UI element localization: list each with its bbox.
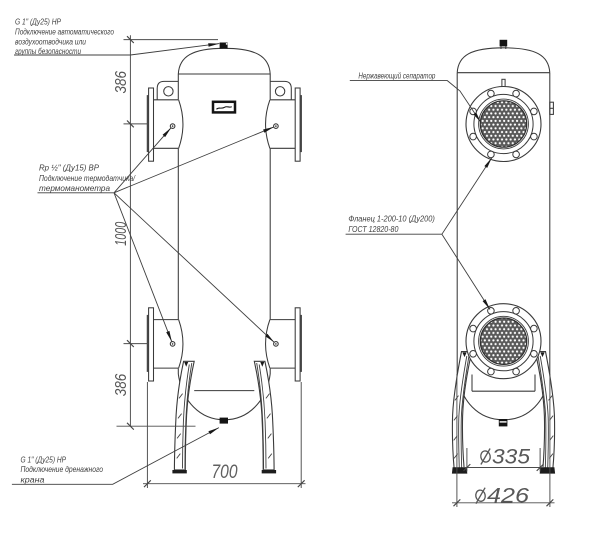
svg-text:386: 386 [113, 373, 130, 396]
svg-text:термоманометра: термоманометра [39, 184, 110, 193]
svg-text:Подключение дренажного: Подключение дренажного [21, 465, 104, 474]
svg-text:335: 335 [492, 445, 530, 468]
svg-text:Rp ½" (Ду15) ВР: Rp ½" (Ду15) ВР [39, 164, 100, 173]
svg-text:воздухоотводчика или: воздухоотводчика или [15, 37, 86, 46]
svg-text:386: 386 [113, 71, 130, 94]
svg-text:группы безопасности: группы безопасности [15, 47, 81, 56]
svg-text:700: 700 [212, 461, 238, 483]
svg-text:1000: 1000 [113, 221, 130, 245]
svg-text:крана: крана [21, 476, 46, 485]
svg-text:ГОСТ 12820-80: ГОСТ 12820-80 [348, 225, 398, 234]
svg-text:Подключение термодатчика/: Подключение термодатчика/ [39, 174, 136, 183]
svg-text:Нержавеющий сепаратор: Нержавеющий сепаратор [358, 72, 435, 81]
svg-text:426: 426 [487, 484, 529, 507]
svg-text:G 1" (Ду25) НР: G 1" (Ду25) НР [21, 455, 67, 464]
svg-text:Подключение автоматического: Подключение автоматического [15, 27, 114, 36]
svg-text:G 1" (Ду25) НР: G 1" (Ду25) НР [15, 17, 61, 26]
svg-text:Фланец 1-200-10 (Ду200): Фланец 1-200-10 (Ду200) [348, 214, 435, 223]
